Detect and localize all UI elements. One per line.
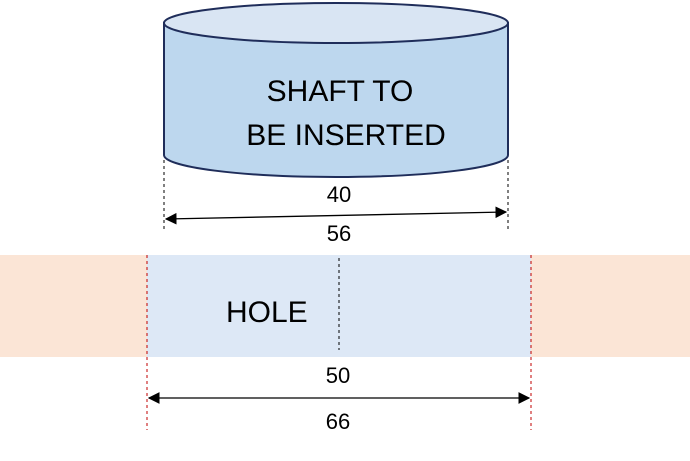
shaft-dimension-top: 40 — [327, 182, 351, 207]
hole-dimension-top: 50 — [326, 363, 350, 388]
shaft-cylinder: SHAFT TO BE INSERTED — [163, 2, 509, 178]
shaft-label-line2: BE INSERTED — [246, 119, 446, 152]
plate-right — [531, 255, 690, 357]
shaft-dimension-bottom: 56 — [327, 221, 351, 246]
shaft-top — [163, 2, 509, 44]
shaft-label-line1: SHAFT TO — [267, 75, 414, 108]
plate-left — [0, 255, 147, 357]
shaft-dimension-arrow — [164, 206, 508, 225]
shaft-body — [163, 22, 509, 178]
plate: HOLE — [0, 255, 690, 357]
hole-label: HOLE — [226, 296, 308, 329]
hole-dimension-bottom: 66 — [326, 409, 350, 434]
